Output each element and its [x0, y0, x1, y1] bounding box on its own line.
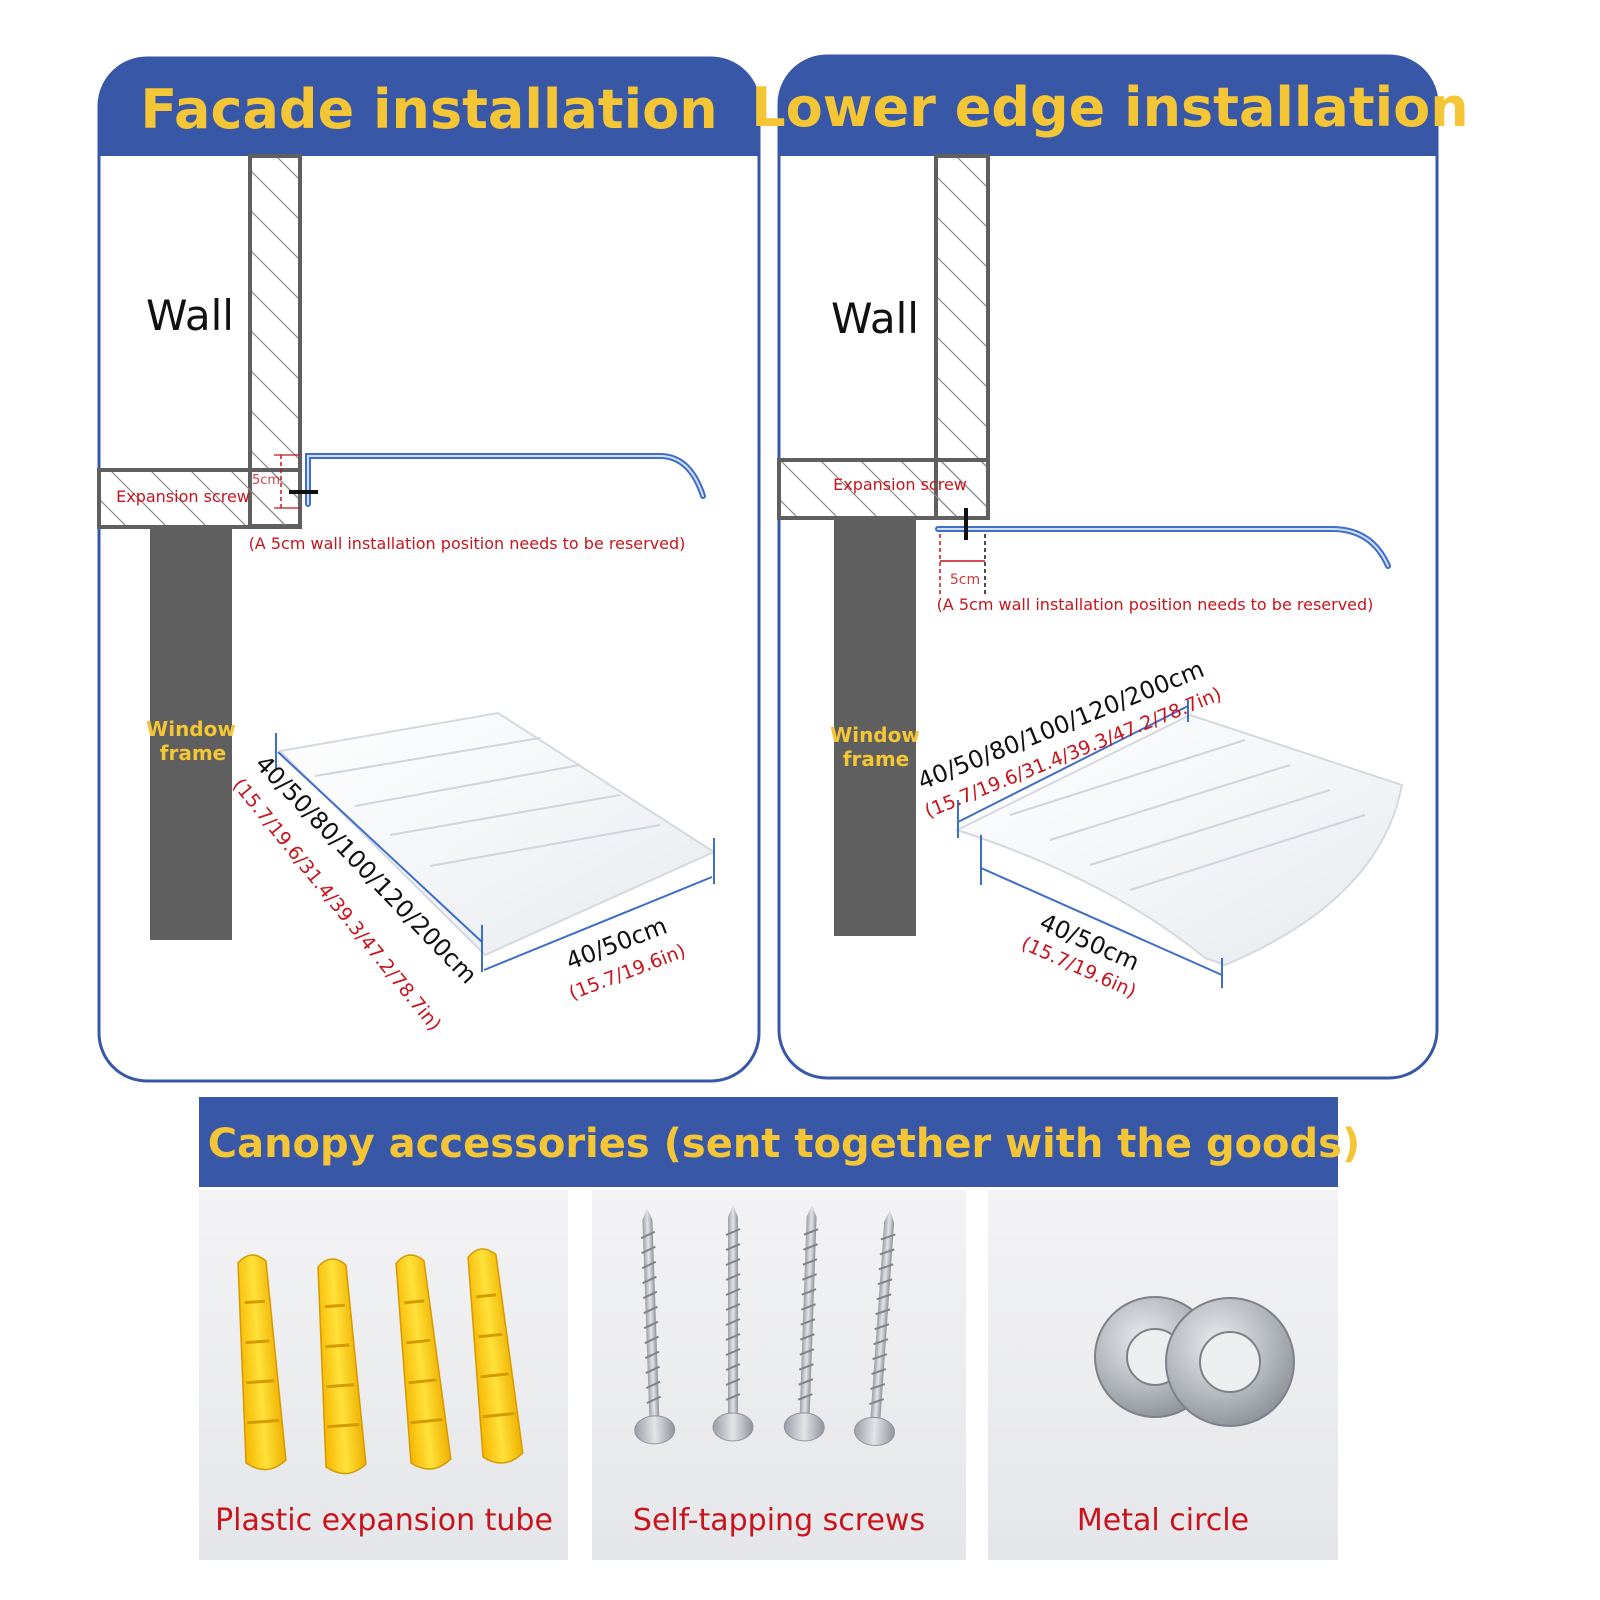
lower-edge-title: Lower edge installation [751, 76, 1468, 139]
lower-edge-title-banner [779, 56, 1437, 156]
accessory-label-expansion-tube: Plastic expansion tube [215, 1503, 553, 1538]
washer-icon [1094, 1296, 1295, 1427]
screw-icon [634, 1205, 896, 1446]
facade-wall-section [248, 154, 302, 528]
accessories-title: Canopy accessories (sent together with t… [208, 1121, 1361, 1167]
facade-gap-label: 5cm [252, 473, 280, 488]
expansion-tube-icon [237, 1248, 524, 1475]
lower-edge-panel: Lower edge installation Wall Expansion s… [751, 54, 1469, 1080]
lower-edge-wall-label: Wall [831, 294, 919, 343]
facade-wall-label: Wall [146, 291, 234, 340]
facade-lintel [97, 468, 302, 529]
lower-edge-canopy-sheet [954, 713, 1404, 967]
facade-screw-label: Expansion screw [116, 487, 250, 506]
lower-edge-gap-label: 5cm [950, 572, 980, 588]
facade-canopy-sheet [277, 711, 717, 957]
lower-edge-length-dimension [957, 705, 1189, 823]
lower-edge-lintel [777, 458, 990, 520]
lower-edge-frame-label-2: frame [843, 747, 909, 771]
facade-panel: Facade installation Wall Expansion screw… [97, 56, 761, 1083]
lower-edge-wall-section [934, 154, 990, 520]
accessory-item-screws: Self-tapping screws [592, 1190, 966, 1560]
facade-frame-label-2: frame [160, 741, 226, 765]
accessories-title-banner [199, 1097, 1338, 1187]
lower-edge-screw-label: Expansion screw [833, 475, 967, 494]
lower-edge-width-dimension [980, 867, 1223, 976]
facade-length-dimension [277, 751, 483, 943]
lower-edge-window-frame [834, 518, 916, 936]
lower-edge-note: (A 5cm wall installation position needs … [937, 595, 1374, 614]
facade-frame-label-1: Window [146, 717, 236, 741]
lower-edge-frame-label-1: Window [830, 723, 920, 747]
accessory-item-expansion-tube: Plastic expansion tube [199, 1190, 568, 1560]
facade-width-dimension [483, 876, 713, 971]
accessory-label-metal-circle: Metal circle [1077, 1503, 1249, 1538]
accessory-item-metal-circle: Metal circle [988, 1190, 1338, 1560]
facade-window-frame [150, 527, 232, 940]
facade-note: (A 5cm wall installation position needs … [249, 534, 686, 553]
facade-title-banner [99, 58, 759, 156]
facade-title: Facade installation [140, 78, 717, 141]
accessory-label-screws: Self-tapping screws [633, 1503, 925, 1538]
accessories-section: Canopy accessories (sent together with t… [199, 1097, 1360, 1560]
